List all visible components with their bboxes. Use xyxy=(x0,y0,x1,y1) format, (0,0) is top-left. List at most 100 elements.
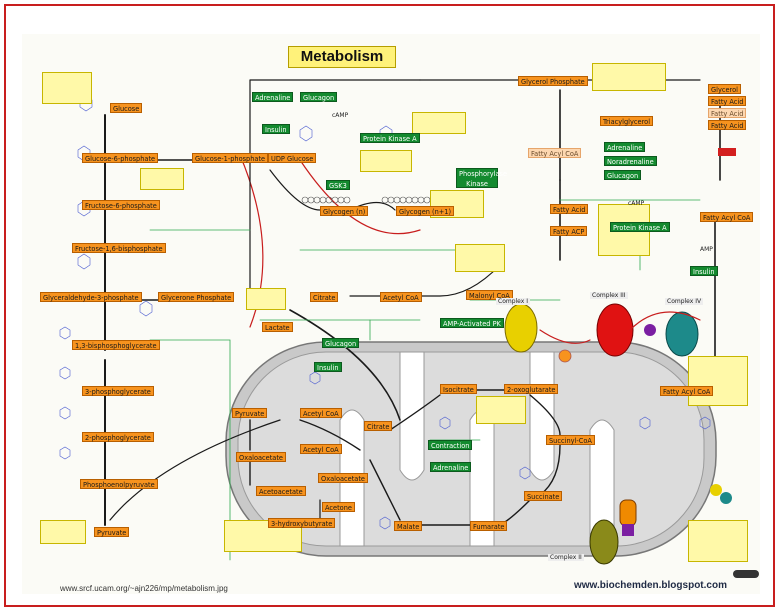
atp-synthase xyxy=(619,499,637,527)
note-pyruvate xyxy=(40,520,86,544)
regulator-glucagon-1: Glucagon xyxy=(300,92,338,102)
regulator-adrenaline-3: Adrenaline xyxy=(430,462,472,472)
note-acetyl-coa xyxy=(455,244,505,272)
metabolite-2-oxoglutarate: 2-oxoglutarate xyxy=(504,384,559,394)
metabolite-malate: Malate xyxy=(394,521,423,531)
metabolite-pyruvate-mito: Pyruvate xyxy=(232,408,268,418)
source-url: www.srcf.ucam.org/~ajn226/mp/metabolism.… xyxy=(60,584,228,593)
crista-5 xyxy=(589,419,615,547)
metabolite-1-3-bisphosphoglycerate: 1,3-bisphosphoglycerate xyxy=(72,340,160,350)
note-citrate xyxy=(246,288,286,310)
label-complex-iv: Complex IV xyxy=(665,298,704,305)
note-fructose xyxy=(140,168,184,190)
metabolite-fructose-6-phosphate: Fructose-6-phosphate xyxy=(82,200,160,210)
metabolite-citrate-cytosol: Citrate xyxy=(310,292,339,302)
carrier-yellow xyxy=(710,484,722,496)
note-glycogen xyxy=(360,150,412,172)
metabolite-glucose-6-phosphate: Glucose-6-phosphate xyxy=(82,153,159,163)
cytochrome-c xyxy=(644,324,656,336)
metabolite-triacylglycerol: Triacylglycerol xyxy=(600,116,654,126)
regulator-adrenaline-2: Adrenaline xyxy=(604,142,646,152)
regulator-adrenaline-1: Adrenaline xyxy=(252,92,294,102)
metabolite-lactate: Lactate xyxy=(262,322,293,332)
metabolite-fatty-acid-top-2: Fatty Acid xyxy=(708,108,747,118)
metabolite-glycerol: Glycerol xyxy=(708,84,741,94)
regulator-amp-activated-pk: AMP-Activated PK xyxy=(440,318,504,328)
blog-url: www.biochemden.blogspot.com xyxy=(574,580,727,591)
label-amp: AMP xyxy=(700,246,713,253)
regulator-glucagon-3: Glucagon xyxy=(322,338,360,348)
regulator-phosphorylase-kinase: Phosphorylase Kinase xyxy=(456,168,507,188)
metabolite-malonyl-coa: Malonyl CoA xyxy=(466,290,513,300)
metabolite-acetyl-coa-mito-2: Acetyl CoA xyxy=(300,444,342,454)
crista-2 xyxy=(399,351,425,481)
complex-i-shape xyxy=(504,303,538,353)
metabolite-fumarate: Fumarate xyxy=(470,521,508,531)
regulator-insulin-3: Insulin xyxy=(314,362,342,372)
enzyme-blocks xyxy=(718,148,736,156)
metabolite-glycerol-phosphate: Glycerol Phosphate xyxy=(518,76,588,86)
regulator-insulin-2: Insulin xyxy=(690,266,718,276)
glycogen-chains xyxy=(301,196,431,204)
metabolite-succinate: Succinate xyxy=(524,491,563,501)
note-fatty-oxidation xyxy=(688,356,748,406)
metabolite-glucose-1-phosphate: Glucose-1-phosphate xyxy=(192,153,269,163)
metabolite-fatty-acyl-coa-right: Fatty Acyl CoA xyxy=(700,212,754,222)
carrier-teal xyxy=(720,492,732,504)
label-complex-iii: Complex III xyxy=(590,292,628,299)
note-triacylglycerol xyxy=(592,63,666,91)
note-glucose xyxy=(42,72,92,104)
metabolite-glucose: Glucose xyxy=(110,103,143,113)
metabolite-glycerone-phosphate: Glycerone Phosphate xyxy=(158,292,235,302)
metabolite-udp-glucose: UDP Glucose xyxy=(268,153,317,163)
regulator-protein-kinase-a-1: Protein Kinase A xyxy=(360,133,420,143)
logo-badge xyxy=(733,570,759,578)
metabolite-fatty-acid-right: Fatty Acid xyxy=(708,120,747,130)
metabolite-fatty-acyl-coa-mid: Fatty Acyl CoA xyxy=(528,148,582,158)
label-camp-2: cAMP xyxy=(628,200,645,207)
metabolite-acetoacetate: Acetoacetate xyxy=(256,486,306,496)
metabolite-acetone: Acetone xyxy=(322,502,355,512)
atp-synthase-stalk xyxy=(622,524,634,536)
metabolite-fatty-acid-mid: Fatty Acid xyxy=(550,204,589,214)
regulator-contraction: Contraction xyxy=(428,440,473,450)
metabolite-fatty-acyl-coa-mito: Fatty Acyl CoA xyxy=(660,386,714,396)
metabolite-fructose-1-6-bisphosphate: Fructose-1,6-bisphosphate xyxy=(72,243,166,253)
regulator-glucagon-2: Glucagon xyxy=(604,170,642,180)
metabolite-oxaloacetate-b: Oxaloacetate xyxy=(318,473,368,483)
note-atp xyxy=(688,520,748,562)
metabolite-fatty-acid-top-1: Fatty Acid xyxy=(708,96,747,106)
metabolite-acetyl-coa-mito: Acetyl CoA xyxy=(300,408,342,418)
metabolite-isocitrate: Isocitrate xyxy=(440,384,477,394)
metabolite-succinyl-coa: Succinyl-CoA xyxy=(546,435,595,445)
complex-ii-shape xyxy=(589,519,619,565)
metabolite-oxaloacetate-a: Oxaloacetate xyxy=(236,452,286,462)
metabolite-acetyl-coa-cytosol: Acetyl CoA xyxy=(380,292,422,302)
regulator-insulin-1: Insulin xyxy=(262,124,290,134)
metabolite-citrate-mito: Citrate xyxy=(364,421,393,431)
complex-iii-shape xyxy=(596,303,634,357)
regulator-noradrenaline: Noradrenaline xyxy=(604,156,657,166)
label-complex-i: Complex I xyxy=(496,298,530,305)
regulator-protein-kinase-a-2: Protein Kinase A xyxy=(610,222,670,232)
metabolite-glycogen-n: Glycogen (n) xyxy=(320,206,369,216)
metabolite-glycogen-n-plus-1: Glycogen (n+1) xyxy=(396,206,455,216)
electron-transport-chain xyxy=(504,303,732,565)
metabolite-fatty-acp: Fatty ACP xyxy=(550,226,588,236)
note-redox xyxy=(476,396,526,424)
metabolite-3-phosphoglycerate: 3-phosphoglycerate xyxy=(82,386,154,396)
metabolite-pyruvate: Pyruvate xyxy=(94,527,130,537)
metabolite-phosphoenolpyruvate: Phosphoenolpyruvate xyxy=(80,479,158,489)
ubiquinone xyxy=(558,349,572,363)
metabolite-2-phosphoglycerate: 2-phosphoglycerate xyxy=(82,432,154,442)
label-camp-1: cAMP xyxy=(332,112,349,119)
note-phosphorylase xyxy=(412,112,466,134)
metabolite-3-hydroxybutyrate: 3-hydroxybutyrate xyxy=(268,518,336,528)
regulator-gsk3: GSK3 xyxy=(326,180,350,190)
label-complex-ii: Complex II xyxy=(548,554,584,561)
page-title: Metabolism xyxy=(288,46,396,68)
crista-4 xyxy=(529,351,555,481)
complex-iv-shape xyxy=(665,311,699,357)
metabolite-glyceraldehyde-3-phosphate: Glyceraldehyde-3-phosphate xyxy=(40,292,142,302)
